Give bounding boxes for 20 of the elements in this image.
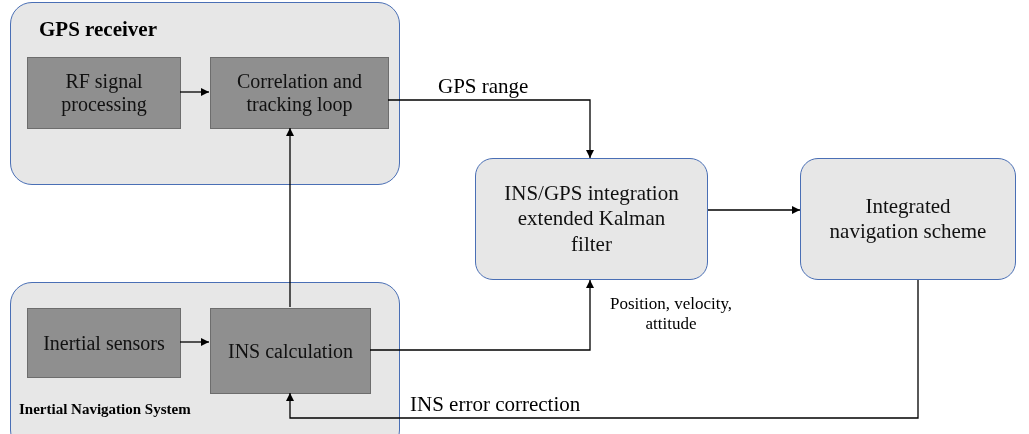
process-box: RF signal processing bbox=[27, 57, 181, 129]
group-heading: GPS receiver bbox=[39, 17, 157, 42]
group-heading: Inertial Navigation System bbox=[19, 401, 191, 418]
edge-label: GPS range bbox=[438, 74, 530, 100]
process-box: Correlation and tracking loop bbox=[210, 57, 389, 129]
arrow bbox=[369, 279, 594, 351]
process-box: INS/GPS integration extended Kalman filter bbox=[475, 158, 708, 280]
process-box: Integrated navigation scheme bbox=[800, 158, 1016, 280]
edge-label: INS error correction bbox=[410, 392, 582, 418]
process-box: INS calculation bbox=[210, 308, 371, 394]
system-panel bbox=[10, 282, 400, 434]
arrow bbox=[179, 88, 210, 96]
arrow bbox=[179, 338, 210, 346]
arrow bbox=[286, 127, 294, 308]
edge-label: Position, velocity, attitude bbox=[608, 294, 734, 335]
system-panel bbox=[10, 2, 400, 185]
arrow bbox=[286, 279, 919, 419]
arrow bbox=[387, 99, 594, 159]
process-box: Inertial sensors bbox=[27, 308, 181, 378]
arrow bbox=[707, 206, 801, 214]
